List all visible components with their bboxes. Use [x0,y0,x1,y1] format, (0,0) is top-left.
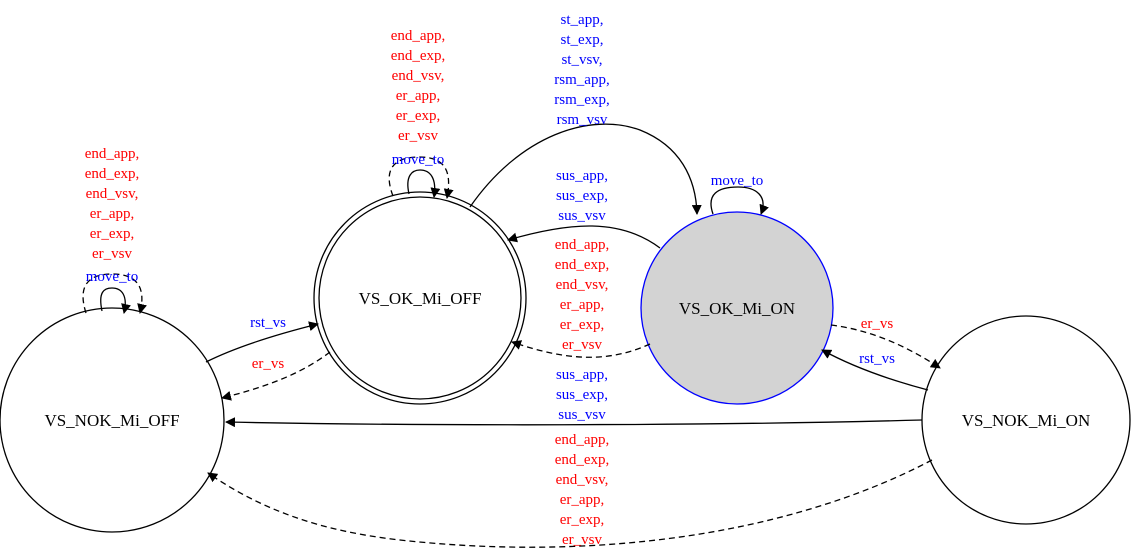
label-line: sus_app, [556,367,608,383]
label-line: rsm_app, [554,72,609,88]
label-nok-off-self-red: end_app, end_exp, end_vsv, er_app, er_ex… [85,146,140,262]
label-ok-off-self-blue: move_to [392,152,445,168]
label-line: end_app, [391,28,446,44]
state-vs-ok-mi-off[interactable]: VS_OK_Mi_OFF [313,191,527,405]
edge-ok-on-self [710,186,769,215]
label-line: end_exp, [391,48,446,64]
label-line: er_app, [396,88,441,104]
label-line: st_app, [561,12,604,28]
label-line: end_vsv, [556,472,609,488]
edge-ok-off-to-ok-on [469,123,702,215]
label-end-error-bottom: end_app, end_exp, end_vsv, er_app, er_ex… [555,432,610,548]
edge-ok-on-to-nok-on [830,324,941,369]
edge-ok-off-self-solid [407,169,441,198]
label-line: er_exp, [90,226,135,242]
label-line: sus_vsv [558,208,606,224]
label-line: end_app, [85,146,140,162]
label-line: end_vsv, [392,68,445,84]
label-er-vs-left: er_vs [252,356,285,372]
label-line: end_exp, [555,452,610,468]
label-line: er_exp, [396,108,441,124]
label-line: er_app, [560,297,605,313]
label-line: rsm_vsv [557,112,608,128]
label-rst-vs-left: rst_vs [250,315,286,331]
label-line: end_exp, [85,166,140,182]
label-nok-off-self-blue: move_to [86,269,139,285]
label-line: sus_app, [556,168,608,184]
label-line: sus_vsv [558,407,606,423]
edge-nok-off-to-ok-off [205,321,319,363]
label-line: rsm_exp, [554,92,609,108]
edge-ok-on-to-ok-off-end [511,340,651,358]
label-start-resume: st_app, st_exp, st_vsv, rsm_app, rsm_exp… [554,12,609,128]
label-line: er_app, [90,206,135,222]
label-line: er_exp, [560,317,605,333]
state-vs-nok-mi-off[interactable]: VS_NOK_Mi_OFF [0,307,225,533]
label-line: er_vsv [562,337,602,353]
state-label-vs-ok-mi-off: VS_OK_Mi_OFF [359,289,482,308]
label-line: sus_exp, [556,387,608,403]
label-line: end_exp, [555,257,610,273]
edge-nok-on-to-ok-on [821,349,929,391]
label-line: end_app, [555,237,610,253]
edge-ok-on-to-ok-off-suspend [507,225,661,249]
label-ok-off-self-red: end_app, end_exp, end_vsv, er_app, er_ex… [391,28,446,144]
label-line: er_app, [560,492,605,508]
label-line: end_app, [555,432,610,448]
label-ok-on-self-blue: move_to [711,173,764,189]
state-vs-nok-mi-on[interactable]: VS_NOK_Mi_ON [921,315,1131,525]
label-line: end_vsv, [556,277,609,293]
label-suspend-bottom: sus_app, sus_exp, sus_vsv [556,367,608,423]
label-er-vs-right: er_vs [861,316,894,332]
edge-nok-off-self-solid [100,287,131,314]
edge-nok-on-to-nok-off-end [207,459,933,548]
label-line: er_vsv [398,128,438,144]
label-rst-vs-right: rst_vs [859,351,895,367]
label-line: er_vsv [92,246,132,262]
label-line: end_vsv, [86,186,139,202]
label-end-error-mid: end_app, end_exp, end_vsv, er_app, er_ex… [555,237,610,353]
state-label-vs-ok-mi-on: VS_OK_Mi_ON [679,299,795,318]
label-line: st_vsv, [561,52,602,68]
state-label-vs-nok-mi-off: VS_NOK_Mi_OFF [44,411,179,430]
label-line: sus_exp, [556,188,608,204]
label-suspend-top: sus_app, sus_exp, sus_vsv [556,168,608,224]
label-line: er_exp, [560,512,605,528]
state-label-vs-nok-mi-on: VS_NOK_Mi_ON [962,411,1090,430]
state-vs-ok-mi-on[interactable]: VS_OK_Mi_ON [640,211,834,405]
edge-nok-on-to-nok-off-suspend [225,417,923,428]
edge-ok-off-to-nok-off [221,351,331,401]
label-line: er_vsv [562,532,602,548]
label-line: st_exp, [561,32,604,48]
